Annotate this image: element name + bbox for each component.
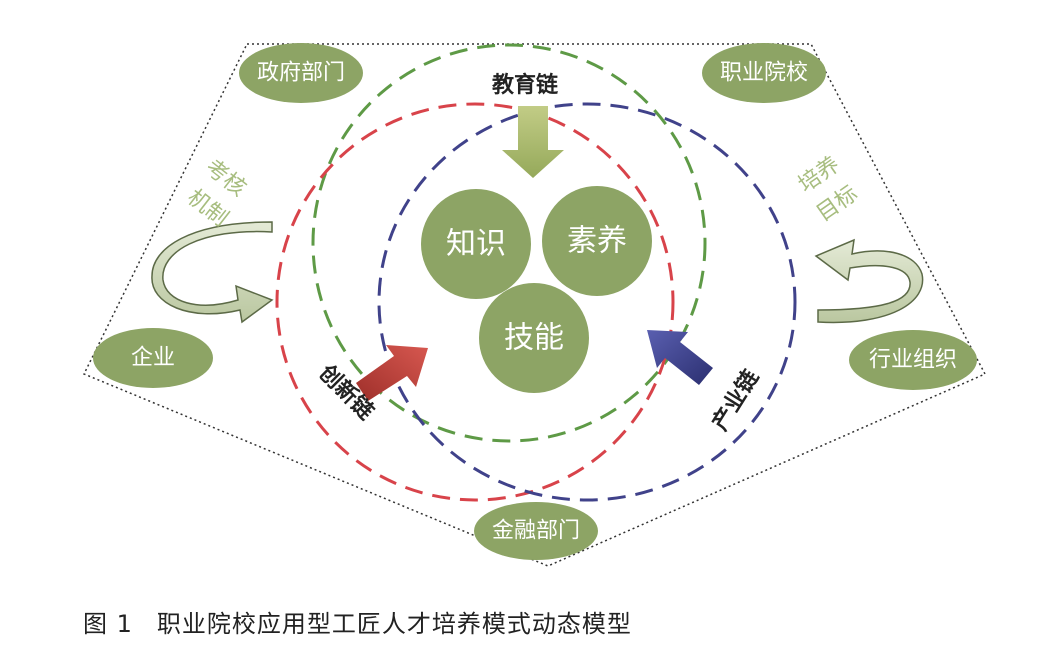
node-school: 职业院校 — [702, 43, 826, 103]
node-finance: 金融部门 — [474, 502, 598, 560]
node-finance-label: 金融部门 — [492, 519, 580, 544]
pentagon-boundary — [82, 43, 987, 567]
node-gov: 政府部门 — [239, 43, 363, 103]
core-skill-label: 技能 — [504, 321, 564, 356]
industry-arrow — [647, 330, 713, 385]
figure-caption: 图 1 职业院校应用型工匠人才培养模式动态模型 — [83, 604, 632, 639]
node-gov-label: 政府部门 — [257, 61, 345, 86]
caption-number: 图 1 — [83, 610, 133, 638]
caption-title: 职业院校应用型工匠人才培养模式动态模型 — [156, 610, 632, 638]
core-knowledge-label: 知识 — [446, 227, 506, 262]
goal-curl-arrow — [814, 238, 924, 324]
education-chain-label: 教育链 — [492, 72, 558, 98]
core-knowledge: 知识 — [421, 189, 531, 299]
core-literacy-label: 素养 — [567, 224, 627, 259]
industry-chain-circle — [377, 102, 797, 502]
core-skill: 技能 — [479, 283, 589, 393]
node-industry: 行业组织 — [849, 330, 977, 390]
education-arrow — [502, 106, 564, 178]
node-industry-label: 行业组织 — [869, 348, 957, 373]
assessment-curl-arrow — [151, 221, 274, 324]
core-literacy: 素养 — [542, 186, 652, 296]
node-enterprise-label: 企业 — [131, 346, 175, 371]
industry-chain-label: 产业链 — [707, 365, 764, 435]
node-school-label: 职业院校 — [720, 61, 808, 86]
innovation-arrow — [356, 345, 428, 401]
node-enterprise: 企业 — [93, 328, 213, 388]
education-chain-circle — [311, 43, 707, 443]
innovation-chain-circle — [275, 102, 675, 502]
